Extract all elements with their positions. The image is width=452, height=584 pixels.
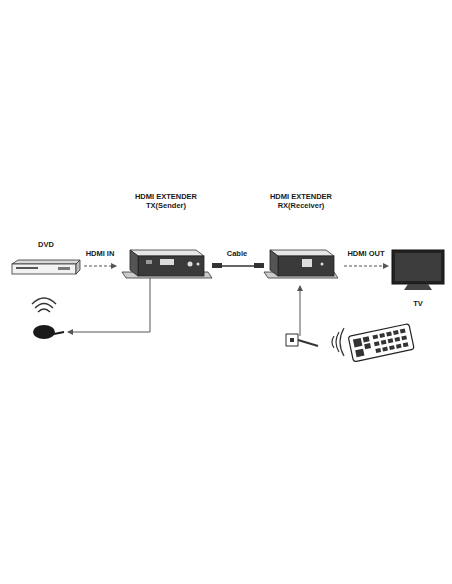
tx-extender-node: HDMI EXTENDER TX(Sender) [116,192,216,280]
remote-key [403,342,409,347]
remote-key [386,331,392,336]
edge-label: HDMI OUT [346,249,385,258]
remote-key [396,344,402,349]
remote-key [374,341,380,346]
ir-eye [32,278,150,339]
remote-key [382,347,388,352]
remote-key [372,334,378,339]
device-label: DVD [38,240,54,249]
signal-arrow [84,266,116,267]
remote-key [389,345,395,350]
dvd-node: DVD [8,240,84,280]
remote-key [388,338,394,343]
remote-key [401,335,407,340]
ir-receiver [286,286,318,346]
cable-plugs [212,263,264,268]
edge-label: HDMI IN [85,249,116,258]
edge-label: Cable [226,249,248,258]
device-label: HDMI EXTENDER TX(Sender) [116,192,216,211]
rx-extender [264,250,338,278]
remote-key [381,340,387,345]
remote-control [332,324,414,362]
remote-key [375,348,381,353]
remote-key [394,337,400,342]
device-label: TV [413,299,423,308]
signal-arrow [344,266,388,267]
tv-set [392,250,444,290]
signal-arrow [216,265,258,267]
device-label: HDMI EXTENDER RX(Receiver) [258,192,344,211]
dvd-player [12,260,80,274]
tx-extender [122,250,212,278]
tv-node: TV [388,246,448,308]
remote-key [400,329,406,334]
remote-key [379,333,385,338]
remote-key [393,330,399,335]
rx-extender-node: HDMI EXTENDER RX(Receiver) [258,192,344,280]
